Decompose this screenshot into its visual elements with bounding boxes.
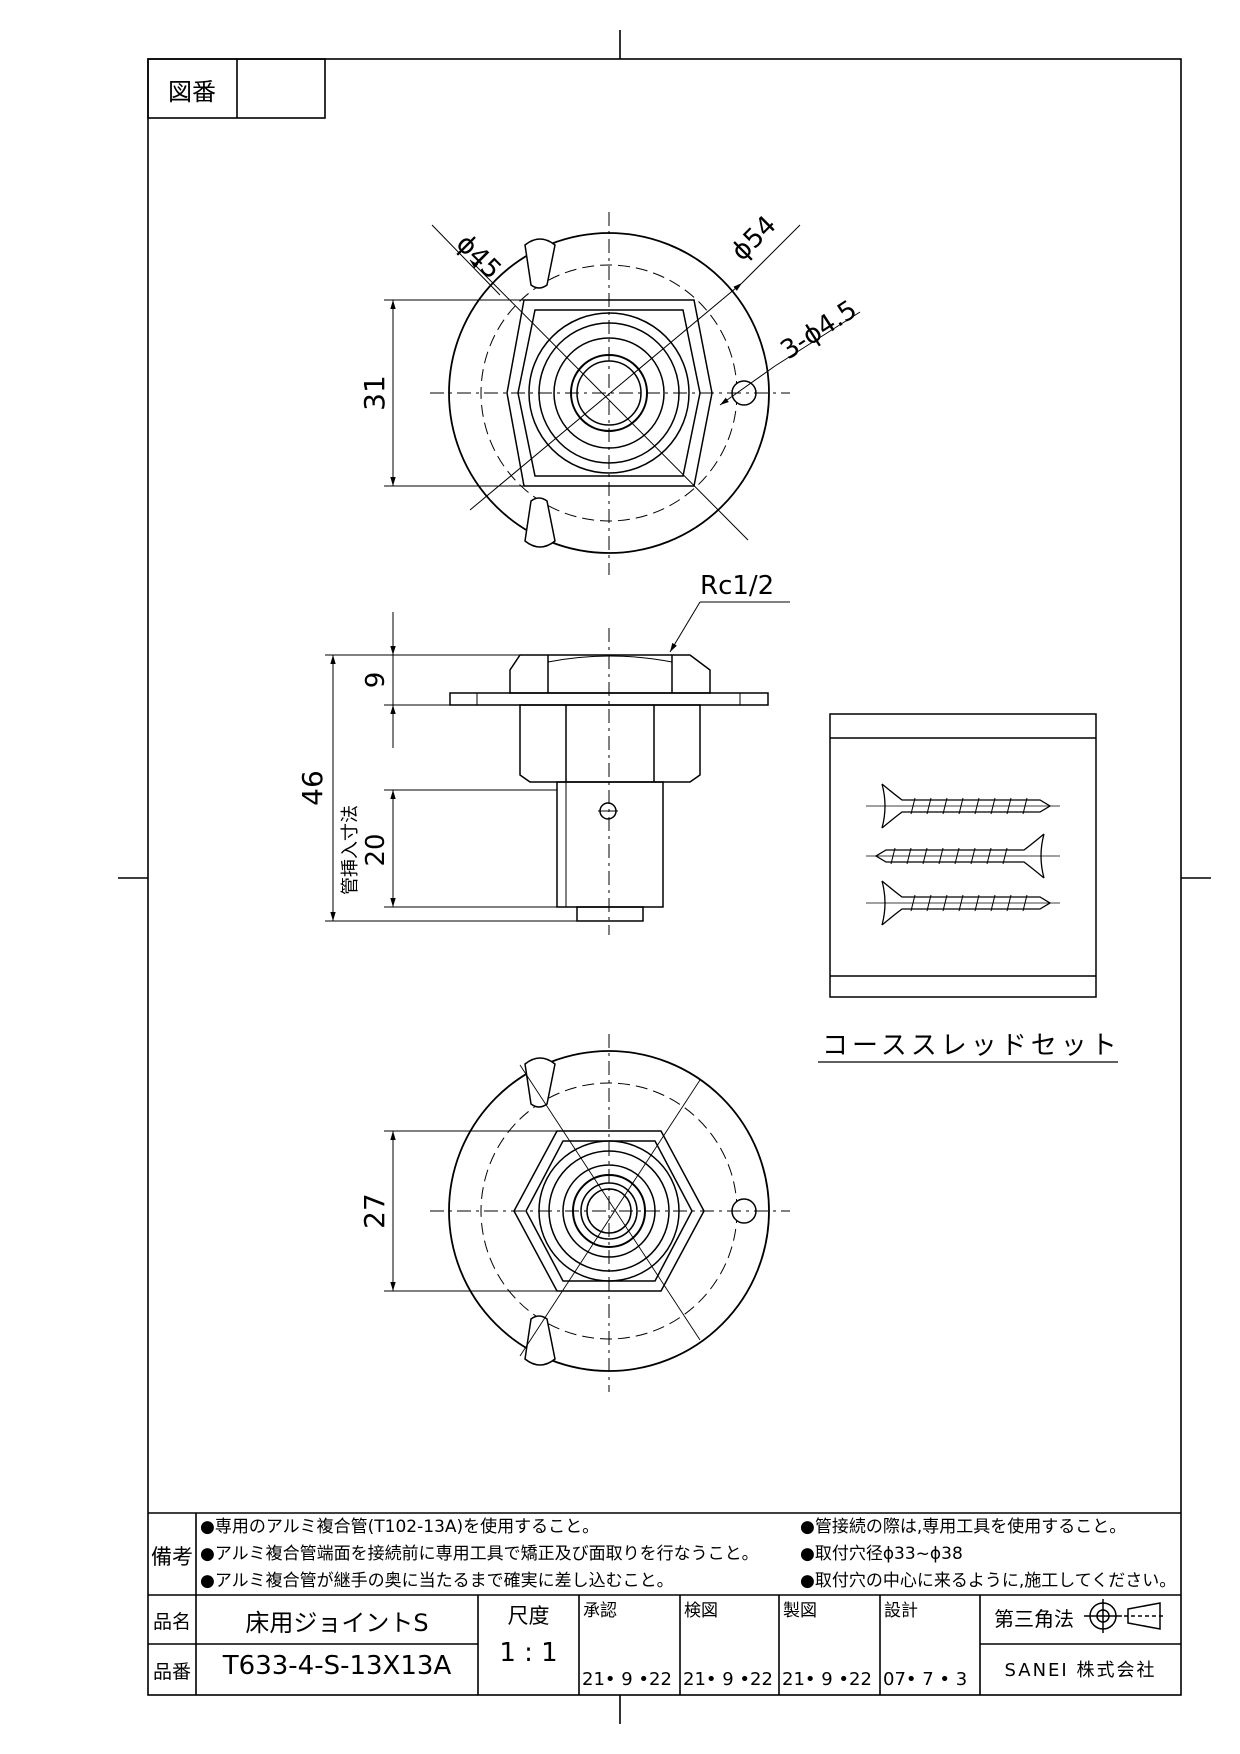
title-block-grid [148, 1512, 1181, 1695]
notes-left: ●専用のアルミ複合管(T102-13A)を使用すること。 ●アルミ複合管端面を接… [200, 1514, 759, 1595]
checked-date: 21• 9 •22 [683, 1669, 773, 1690]
bottom-view [384, 1034, 790, 1392]
top-view [384, 212, 861, 575]
note-left-2: ●アルミ複合管端面を接続前に専用工具で矯正及び面取りを行なうこと。 [200, 1544, 759, 1564]
note-left-3: ●アルミ複合管が継手の奥に当たるまで確実に差し込むこと。 [200, 1571, 674, 1591]
company-name: SANEI 株式会社 [1004, 1660, 1157, 1681]
name-label: 品名 [152, 1611, 191, 1633]
screw-1 [866, 783, 1060, 829]
name-value: 床用ジョイントS [245, 1609, 429, 1637]
drawing-no-label: 図番 [168, 78, 216, 106]
projection-label: 第三角法 [994, 1607, 1074, 1631]
drawn-date: 21• 9 •22 [782, 1669, 872, 1690]
dim-bottom-27: 27 [358, 1193, 391, 1229]
projection-symbol-icon [1084, 1599, 1166, 1633]
approved-label: 承認 [583, 1601, 617, 1621]
note-right-3: ●取付穴の中心に来るように,施工してください。 [800, 1571, 1177, 1591]
dim-top-d54: ϕ54 [726, 210, 783, 267]
notes-right: ●管接続の際は,専用工具を使用すること。 ●取付穴径ϕ33~ϕ38 ●取付穴の中… [800, 1514, 1176, 1595]
screw-set-label: コーススレッドセット [822, 1031, 1121, 1061]
notes-label: 備考 [151, 1545, 193, 1569]
dim-side-insert: 管挿入寸法 [340, 805, 361, 895]
screw-3 [866, 880, 1060, 926]
dim-top-31: 31 [358, 375, 391, 411]
side-view [325, 601, 790, 935]
dim-side-20: 20 [361, 833, 391, 866]
scale-value: 1 : 1 [499, 1638, 558, 1668]
note-right-1: ●管接続の際は,専用工具を使用すること。 [800, 1517, 1127, 1537]
drawn-label: 製図 [783, 1601, 817, 1621]
design-label: 設計 [884, 1601, 918, 1621]
number-value: T633-4-S-13X13A [222, 1651, 452, 1681]
checked-label: 検図 [684, 1601, 718, 1621]
sheet-frame [118, 30, 1211, 1724]
note-left-1: ●専用のアルミ複合管(T102-13A)を使用すること。 [200, 1517, 600, 1537]
screw-set-box [829, 713, 1097, 998]
approved-date: 21• 9 •22 [582, 1669, 672, 1690]
dim-side-rc: Rc1/2 [700, 571, 774, 601]
number-label: 品番 [152, 1661, 191, 1683]
dim-side-9: 9 [361, 672, 391, 689]
dim-side-46: 46 [296, 770, 329, 806]
note-right-2: ●取付穴径ϕ33~ϕ38 [800, 1544, 963, 1564]
dim-top-holes: 3-ϕ4.5 [775, 295, 862, 366]
scale-label: 尺度 [507, 1604, 550, 1628]
design-date: 07• 7 • 3 [883, 1669, 968, 1690]
screw-2 [866, 833, 1060, 879]
